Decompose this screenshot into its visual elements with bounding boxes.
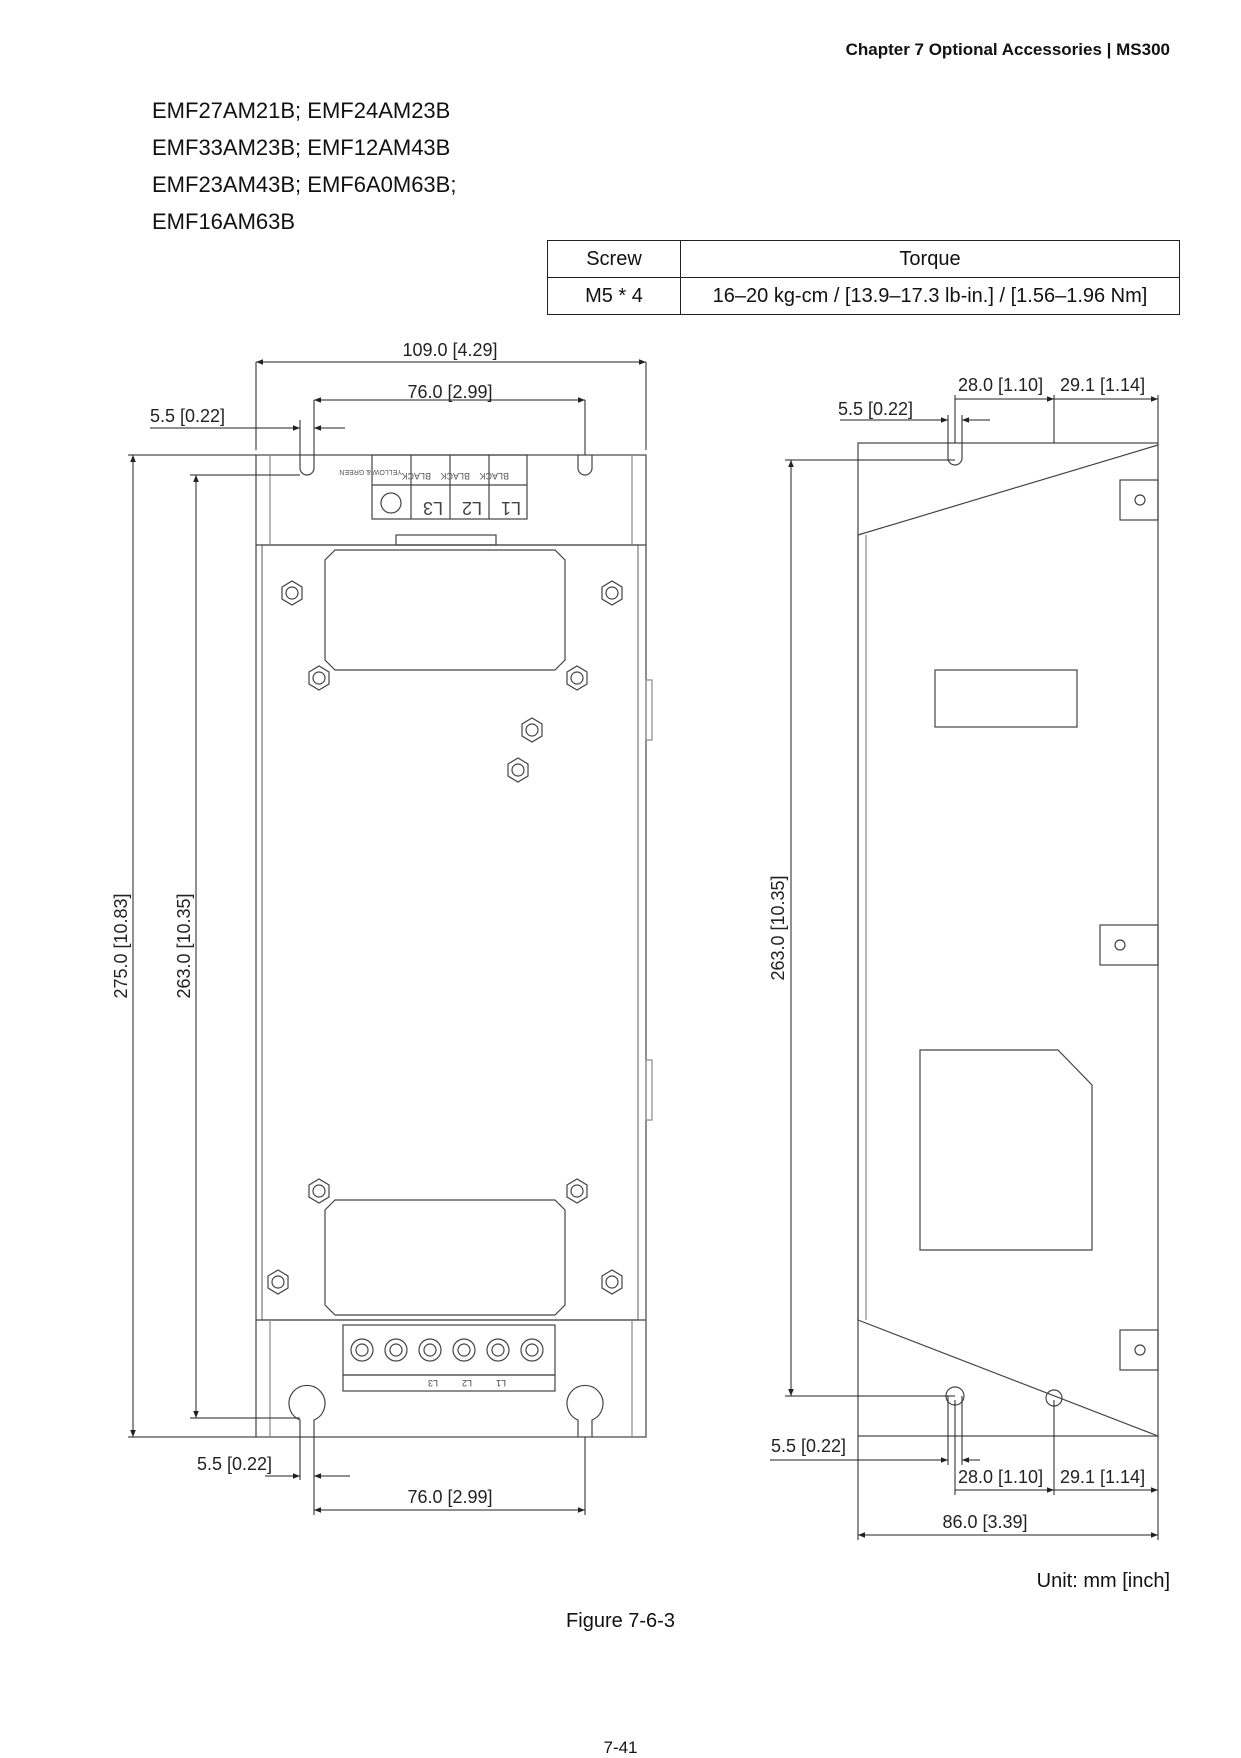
terminal-label: L1 [501,498,521,518]
dim-side-bottom-a: 28.0 [1.10] [958,1467,1043,1487]
wire-color-label: BLACK [401,471,431,481]
header-torque: Torque [680,240,1180,278]
hex-nut [281,580,623,783]
dim-front-height-total: 275.0 [10.83] [111,893,131,998]
table-header-row: Screw Torque [547,240,1180,278]
wire-color-label: YELLOW & GREEN [339,468,402,475]
unit-note: Unit: mm [inch] [1036,1570,1170,1592]
dim-front-hole-spacing-top: 76.0 [2.99] [407,382,492,402]
dim-side-top-a: 28.0 [1.10] [958,375,1043,395]
side-dimension-labels: 28.0 [1.10] 29.1 [1.14] 5.5 [0.22] 263.0… [768,375,1145,1532]
torque-table: Screw Torque M5 * 4 16–20 kg-cm / [13.9–… [547,240,1180,315]
terminal-label: L2 [462,498,482,518]
table-row: M5 * 4 16–20 kg-cm / [13.9–17.3 lb-in.] … [547,277,1180,315]
dim-side-bottom-b: 29.1 [1.14] [1060,1467,1145,1487]
chapter-header: Chapter 7 Optional Accessories | MS300 [845,40,1170,59]
figure-caption: Figure 7-6-3 [566,1610,675,1632]
terminal-label: L2 [462,1378,472,1388]
terminal-screws [350,1338,544,1362]
side-view [857,442,1159,1437]
model-line: EMF33AM23B; EMF12AM43B [152,135,451,160]
dim-side-depth: 86.0 [3.39] [942,1512,1027,1532]
terminal-label: L1 [496,1378,506,1388]
terminal-label: L3 [423,498,443,518]
front-dimensions [128,359,647,1515]
wire-color-label: BLACK [479,471,509,481]
dim-front-hole-spacing-bottom: 76.0 [2.99] [407,1487,492,1507]
front-view [255,454,653,1438]
dim-front-slot-bottom: 5.5 [0.22] [197,1454,272,1474]
dim-front-slot-top: 5.5 [0.22] [150,406,225,426]
model-list: EMF27AM21B; EMF24AM23B EMF33AM23B; EMF12… [152,92,456,240]
terminal-names-bottom: L3 L2 L1 [428,1378,506,1388]
cell-torque: 16–20 kg-cm / [13.9–17.3 lb-in.] / [1.56… [680,277,1180,315]
dim-side-slot-top: 5.5 [0.22] [838,399,913,419]
terminal-names-top: L3 L2 L1 [423,498,521,518]
cell-screw: M5 * 4 [547,277,681,315]
dim-side-top-b: 29.1 [1.14] [1060,375,1145,395]
side-dimensions [770,395,1159,1540]
header-screw: Screw [547,240,681,278]
wire-color-label: BLACK [440,471,470,481]
page-number: 7-41 [603,1738,638,1757]
dim-side-slot-bottom: 5.5 [0.22] [771,1436,846,1456]
hex-nut [267,1178,623,1295]
terminal-label: L3 [428,1378,438,1388]
model-line: EMF23AM43B; EMF6A0M63B; [152,172,457,197]
dim-front-width: 109.0 [4.29] [402,340,497,360]
terminal-label-text: BLACK BLACK BLACK YELLOW & GREEN [339,468,509,481]
front-dimension-labels: 109.0 [4.29] 76.0 [2.99] 5.5 [0.22] 275.… [111,340,498,1507]
dim-side-height-holes: 263.0 [10.35] [768,875,788,980]
dim-front-height-holes: 263.0 [10.35] [174,893,194,998]
model-line: EMF27AM21B; EMF24AM23B [152,98,451,123]
model-line: EMF16AM63B [152,209,296,234]
